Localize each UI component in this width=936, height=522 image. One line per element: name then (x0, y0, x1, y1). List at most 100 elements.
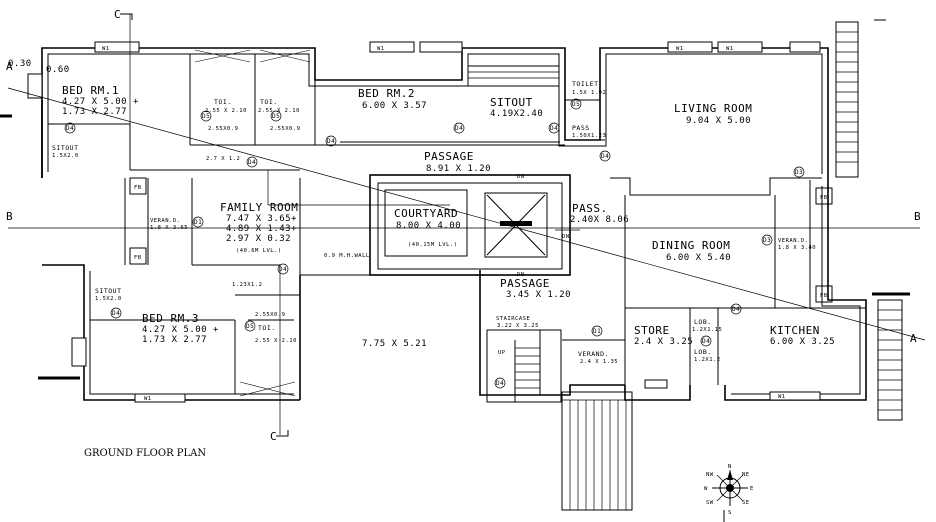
family-room-dim1: 7.47 X 3.65+ (226, 214, 297, 224)
bed-rm-1-dim: 4.27 X 5.00 + (62, 97, 139, 107)
fb-tag: FB (134, 185, 142, 191)
lobby-1-name: LOB. (694, 318, 712, 326)
living-room-dim: 9.04 X 5.00 (686, 116, 751, 126)
compass-ne: NE (742, 472, 750, 478)
door-tag-d5: D5 (572, 101, 580, 108)
veranda-bottom-name: VERAND. (578, 350, 609, 358)
pass-right-name: PASS. (572, 202, 608, 215)
bed-rm-2-dim: 6.00 X 3.57 (362, 101, 427, 111)
door-tag-d4: D4 (702, 338, 710, 345)
veranda-left-name: VERAN.D. (150, 218, 181, 224)
section-mark-a: A (6, 60, 13, 73)
sitout-dim: 4.19X2.40 (490, 109, 543, 119)
door-tag-d3: D3 (763, 237, 771, 244)
compass-sw: SW (706, 500, 714, 506)
door-tags: D4 D5 D5 D4 D4 D5 D4 D4 D4 D3 D1 D4 D3 D… (64, 98, 805, 389)
toilet-dim: 1.5X 1.92 (572, 90, 606, 96)
bed-rm-3-name: BED RM.3 (142, 312, 199, 325)
compass-nw: NW (706, 472, 714, 478)
door-tag-d1: D1 (593, 328, 601, 335)
stair-up-label: UP (498, 350, 506, 356)
living-room-name: LIVING ROOM (674, 102, 752, 115)
section-mark-a: A (910, 332, 917, 345)
fb-boxes: FB FB FB FB (129, 177, 833, 303)
compass-se: SE (742, 500, 750, 506)
pass-small-name: PASS (572, 124, 590, 132)
door-tag-d4: D4 (279, 266, 287, 273)
dn-label: DN (517, 272, 525, 278)
door-tag-d5: D5 (246, 323, 254, 330)
door-tag-d4: D4 (66, 125, 74, 132)
window-tag-w1: W1 (377, 46, 385, 52)
toilet-3-dim: 2.55 X 2.10 (255, 338, 297, 344)
dining-room-dim: 6.00 X 5.40 (666, 253, 731, 263)
lobby-2-dim: 1.2X1.2 (694, 357, 721, 363)
sitout-left-name: SITOUT (52, 144, 78, 152)
outer-walls (41, 47, 867, 401)
window-tag-w1: W1 (102, 46, 110, 52)
lobby-2-name: LOB. (694, 348, 712, 356)
window-tag-w1: W1 (778, 394, 786, 400)
window-tag-w1: W1 (144, 396, 152, 402)
small-dim-c: 2.7 X 1.2 (206, 156, 240, 162)
sitout-bed3-dim: 1.5X2.0 (95, 296, 122, 302)
section-mark-c: C (114, 8, 121, 21)
family-room-dim2: 4.89 X 1.43+ (226, 224, 297, 234)
drawing-title: GROUND FLOOR PLAN (84, 448, 206, 459)
section-mark-c: C (270, 430, 277, 443)
store-name: STORE (634, 324, 670, 337)
family-room-level: (40.6M LVL.) (236, 248, 282, 254)
door-tag-d4: D4 (327, 138, 335, 145)
toilet-hatch (194, 49, 311, 397)
section-mark-b: B (914, 210, 921, 223)
sitout-name: SITOUT (490, 96, 533, 109)
door-tag-d5: D5 (202, 113, 210, 120)
door-tag-d4: D4 (496, 380, 504, 387)
veranda-left-dim: 1.8 X 3.65 (150, 225, 188, 231)
dim-030: 0.30 (8, 59, 32, 69)
bed-rm-3-dim2: 1.73 X 2.77 (142, 335, 207, 345)
door-tag-d4: D4 (112, 310, 120, 317)
compass-n: N (728, 464, 732, 470)
courtyard-skylight (486, 194, 580, 256)
passage-dim: 8.91 X 1.20 (426, 164, 491, 174)
door-tag-d1: D1 (194, 219, 202, 226)
windows: W1 W1 W1 W1 W1 W1 (27, 41, 821, 403)
fb-tag: FB (820, 195, 828, 201)
passage-name: PASSAGE (424, 150, 474, 163)
toilet-3-name: TOI. (258, 324, 276, 332)
door-tag-d5: D5 (272, 113, 280, 120)
veranda-right-name: VERAN.D. (778, 238, 809, 244)
door-tag-d4: D4 (550, 125, 558, 132)
veranda-right-dim: 1.8 X 3.40 (778, 245, 816, 251)
kitchen-name: KITCHEN (770, 324, 820, 337)
veranda-bottom-dim: 2.4 X 1.35 (580, 359, 618, 365)
wall-note: 0.9 M.H.WALL (324, 253, 370, 259)
staircase-treads (467, 21, 903, 511)
family-room-name: FAMILY ROOM (220, 201, 298, 214)
dining-room-name: DINING ROOM (652, 239, 730, 252)
courtyard-name: COURTYARD (394, 207, 458, 220)
compass-e: E (750, 486, 754, 492)
store-dim: 2.4 X 3.25 (634, 337, 693, 347)
interior-walls (48, 54, 866, 403)
door-tag-d4: D4 (455, 125, 463, 132)
small-dim-b: 2.55X0.9 (270, 126, 301, 132)
compass-icon: N S E W NE NW SE SW (704, 464, 754, 522)
dim-060: 0.60 (46, 65, 70, 75)
courtyard-dim: 8.00 X 4.00 (396, 221, 461, 231)
courtyard-level: (40.15M LVL.) (408, 242, 458, 248)
bed-rm-2-name: BED RM.2 (358, 87, 415, 100)
small-dim-a: 2.55X0.9 (208, 126, 239, 132)
door-tag-d4: D4 (248, 159, 256, 166)
hall-dim: 7.75 X 5.21 (362, 339, 427, 349)
window-tag-w1: W1 (726, 46, 734, 52)
staircase-dim: 3.22 X 3.25 (497, 323, 539, 329)
bed-rm-3-dim1: 4.27 X 5.00 + (142, 325, 219, 335)
door-tag-d4: D4 (732, 306, 740, 313)
room-labels: BED RM.1 4.27 X 5.00 + 1.73 X 2.77 BED R… (52, 80, 835, 365)
window-tag-w1: W1 (676, 46, 684, 52)
kitchen-dim: 6.00 X 3.25 (770, 337, 835, 347)
lobby-1-dim: 1.2X1.15 (692, 327, 723, 333)
